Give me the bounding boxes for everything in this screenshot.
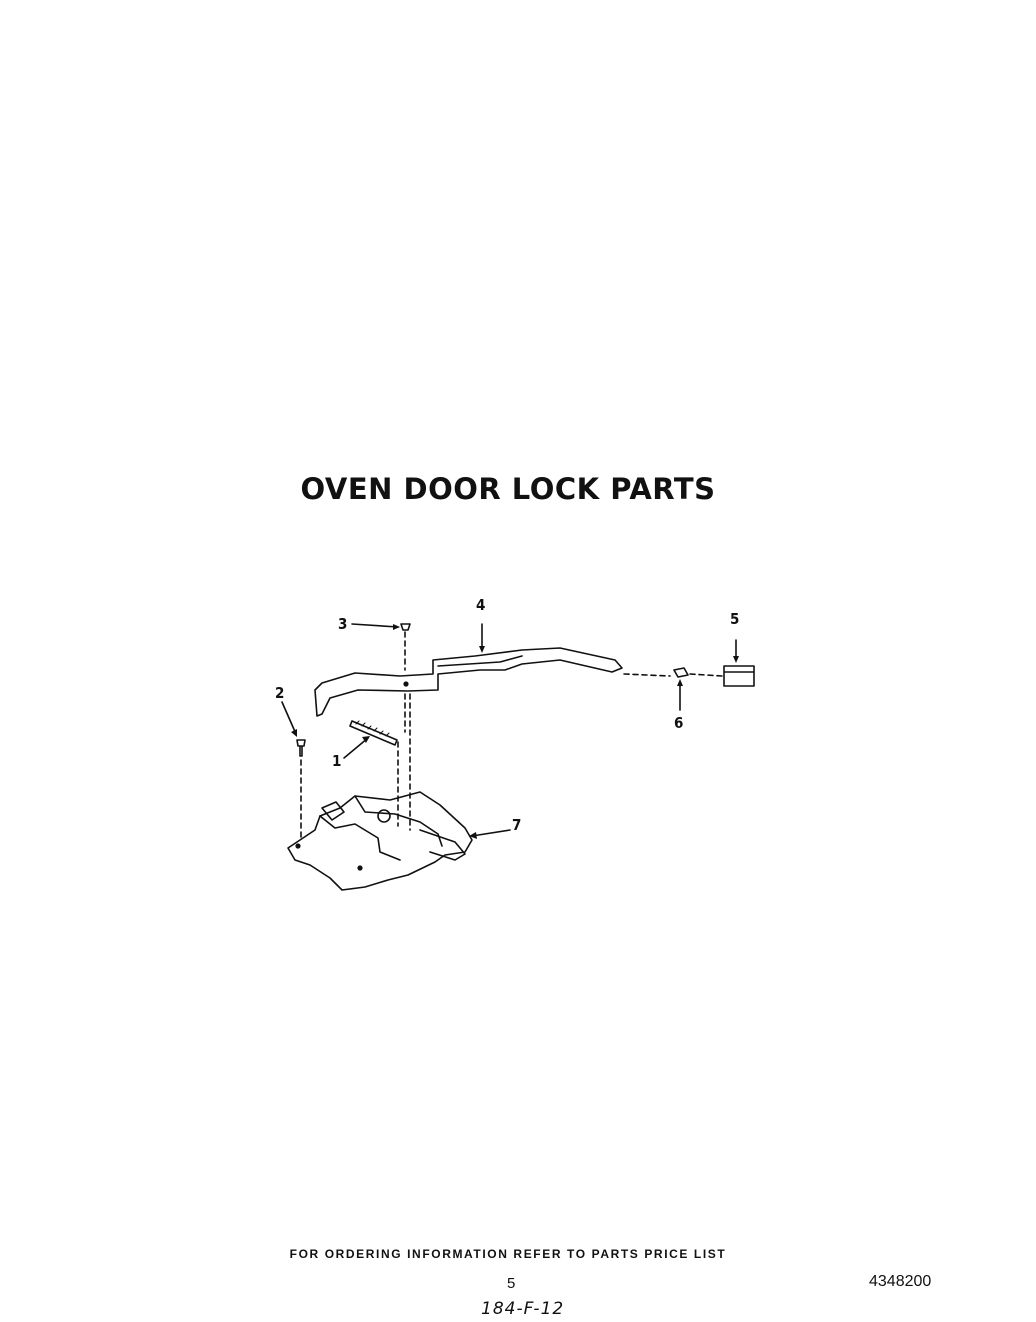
- bracket-rivet-1: [295, 843, 301, 849]
- bracket-inner-1: [319, 815, 401, 861]
- callout-5: 5: [730, 610, 740, 628]
- rod-hole: [403, 681, 409, 687]
- callout-2: 2: [275, 684, 285, 702]
- screw-2-part: [296, 739, 306, 757]
- leader-7: [471, 829, 511, 837]
- leader-3: [351, 623, 399, 628]
- knob-part: [723, 665, 755, 687]
- spring-coils: [355, 720, 390, 737]
- callout-1: 1: [332, 752, 342, 770]
- lock-rod-part: [314, 647, 623, 717]
- assembly-line-3: [404, 631, 411, 831]
- screw-3-part: [400, 623, 411, 631]
- handwritten-code: 184-F-12: [481, 1299, 565, 1319]
- page-number: 5: [507, 1275, 516, 1292]
- leader-2: [281, 701, 297, 735]
- bracket-inner-2: [354, 795, 443, 847]
- callout-3: 3: [338, 615, 348, 633]
- bracket-hole: [377, 809, 391, 823]
- bracket-rivet-2: [357, 865, 363, 871]
- diagram-drawing: [281, 623, 755, 891]
- callout-4: 4: [476, 596, 486, 614]
- clip-part: [673, 667, 689, 678]
- exploded-parts-diagram: 3 4 5 2 1 6 7: [260, 590, 780, 900]
- bracket-slot: [419, 829, 466, 861]
- document-number: 4348200: [869, 1273, 932, 1290]
- lock-rod-rail: [437, 655, 523, 667]
- bracket-cam: [321, 801, 345, 821]
- ordering-note: FOR ORDERING INFORMATION REFER TO PARTS …: [289, 1247, 727, 1261]
- spring-part: [349, 720, 398, 746]
- leader-1: [343, 737, 369, 759]
- callout-6: 6: [674, 714, 684, 732]
- latch-bracket-part: [287, 791, 473, 891]
- page-title: OVEN DOOR LOCK PARTS: [300, 472, 716, 506]
- assembly-line-5-6: [623, 673, 723, 677]
- callout-7: 7: [512, 816, 522, 834]
